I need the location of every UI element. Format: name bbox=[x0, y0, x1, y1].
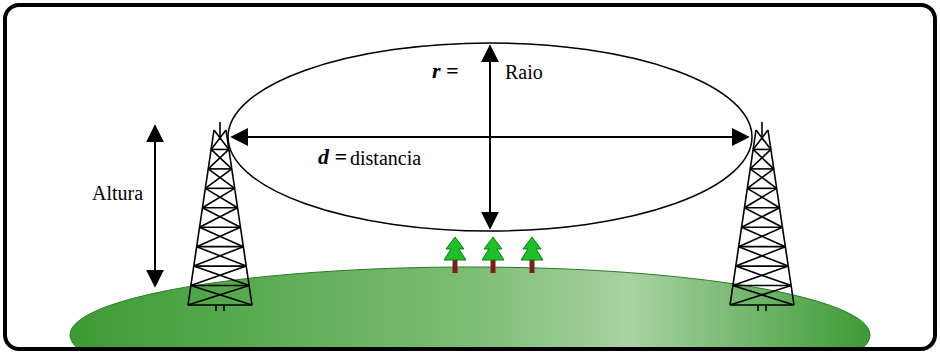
lattice-tower bbox=[188, 122, 252, 311]
brace bbox=[205, 188, 234, 190]
foot bbox=[223, 305, 225, 311]
brace bbox=[208, 168, 232, 170]
brace bbox=[202, 208, 240, 227]
radius-arrow bbox=[489, 46, 491, 228]
brace bbox=[739, 247, 789, 266]
brace bbox=[200, 208, 238, 227]
brace bbox=[739, 246, 786, 248]
frame bbox=[5, 5, 935, 349]
brace bbox=[756, 130, 771, 149]
brace bbox=[750, 169, 776, 188]
brace bbox=[188, 286, 249, 305]
brace bbox=[747, 188, 776, 190]
brace bbox=[750, 149, 771, 168]
brace bbox=[744, 207, 779, 209]
brace bbox=[197, 246, 244, 248]
brace bbox=[205, 188, 237, 207]
brace bbox=[739, 227, 783, 246]
brace bbox=[730, 304, 794, 306]
brace bbox=[730, 286, 791, 305]
brace bbox=[742, 227, 786, 246]
brace bbox=[733, 286, 794, 305]
brace bbox=[202, 188, 234, 207]
brace bbox=[191, 266, 246, 285]
radius-label: Raio bbox=[505, 62, 543, 82]
brace bbox=[742, 208, 780, 227]
foot bbox=[215, 305, 217, 311]
foot bbox=[765, 305, 767, 311]
tree bbox=[444, 237, 466, 273]
brace bbox=[753, 149, 771, 151]
fresnel-ellipse bbox=[228, 43, 752, 231]
height-arrow bbox=[154, 126, 156, 286]
brace bbox=[750, 168, 774, 170]
brace bbox=[744, 188, 776, 207]
brace bbox=[208, 169, 234, 188]
brace bbox=[197, 247, 247, 266]
brace bbox=[188, 304, 252, 306]
brace bbox=[733, 266, 788, 285]
brace bbox=[194, 247, 244, 266]
foliage bbox=[482, 237, 504, 260]
lattice-tower bbox=[730, 122, 794, 311]
tree bbox=[482, 237, 504, 273]
height-label: Altura bbox=[92, 183, 143, 203]
brace bbox=[191, 285, 249, 287]
ground bbox=[70, 267, 870, 348]
brace bbox=[211, 149, 232, 168]
radius-symbol: r = bbox=[432, 60, 459, 82]
brace bbox=[736, 266, 791, 285]
brace bbox=[742, 226, 783, 228]
brace bbox=[200, 226, 241, 228]
tree bbox=[521, 237, 543, 273]
brace bbox=[211, 130, 226, 149]
brace bbox=[211, 149, 229, 151]
foliage bbox=[521, 237, 543, 260]
brace bbox=[214, 130, 229, 149]
foliage bbox=[444, 237, 466, 260]
brace bbox=[194, 265, 246, 267]
brace bbox=[753, 130, 768, 149]
brace bbox=[202, 207, 237, 209]
foot bbox=[757, 305, 759, 311]
brace bbox=[747, 169, 773, 188]
brace bbox=[736, 247, 786, 266]
distance-symbol: d = bbox=[318, 146, 347, 168]
brace bbox=[753, 149, 774, 168]
brace bbox=[191, 286, 252, 305]
brace bbox=[205, 169, 231, 188]
brace bbox=[197, 227, 241, 246]
brace bbox=[747, 188, 779, 207]
distance-label: distancia bbox=[350, 148, 421, 168]
trees bbox=[444, 237, 543, 273]
brace bbox=[733, 285, 791, 287]
brace bbox=[200, 227, 244, 246]
brace bbox=[736, 265, 788, 267]
brace bbox=[194, 266, 249, 285]
brace bbox=[744, 208, 782, 227]
brace bbox=[208, 149, 229, 168]
